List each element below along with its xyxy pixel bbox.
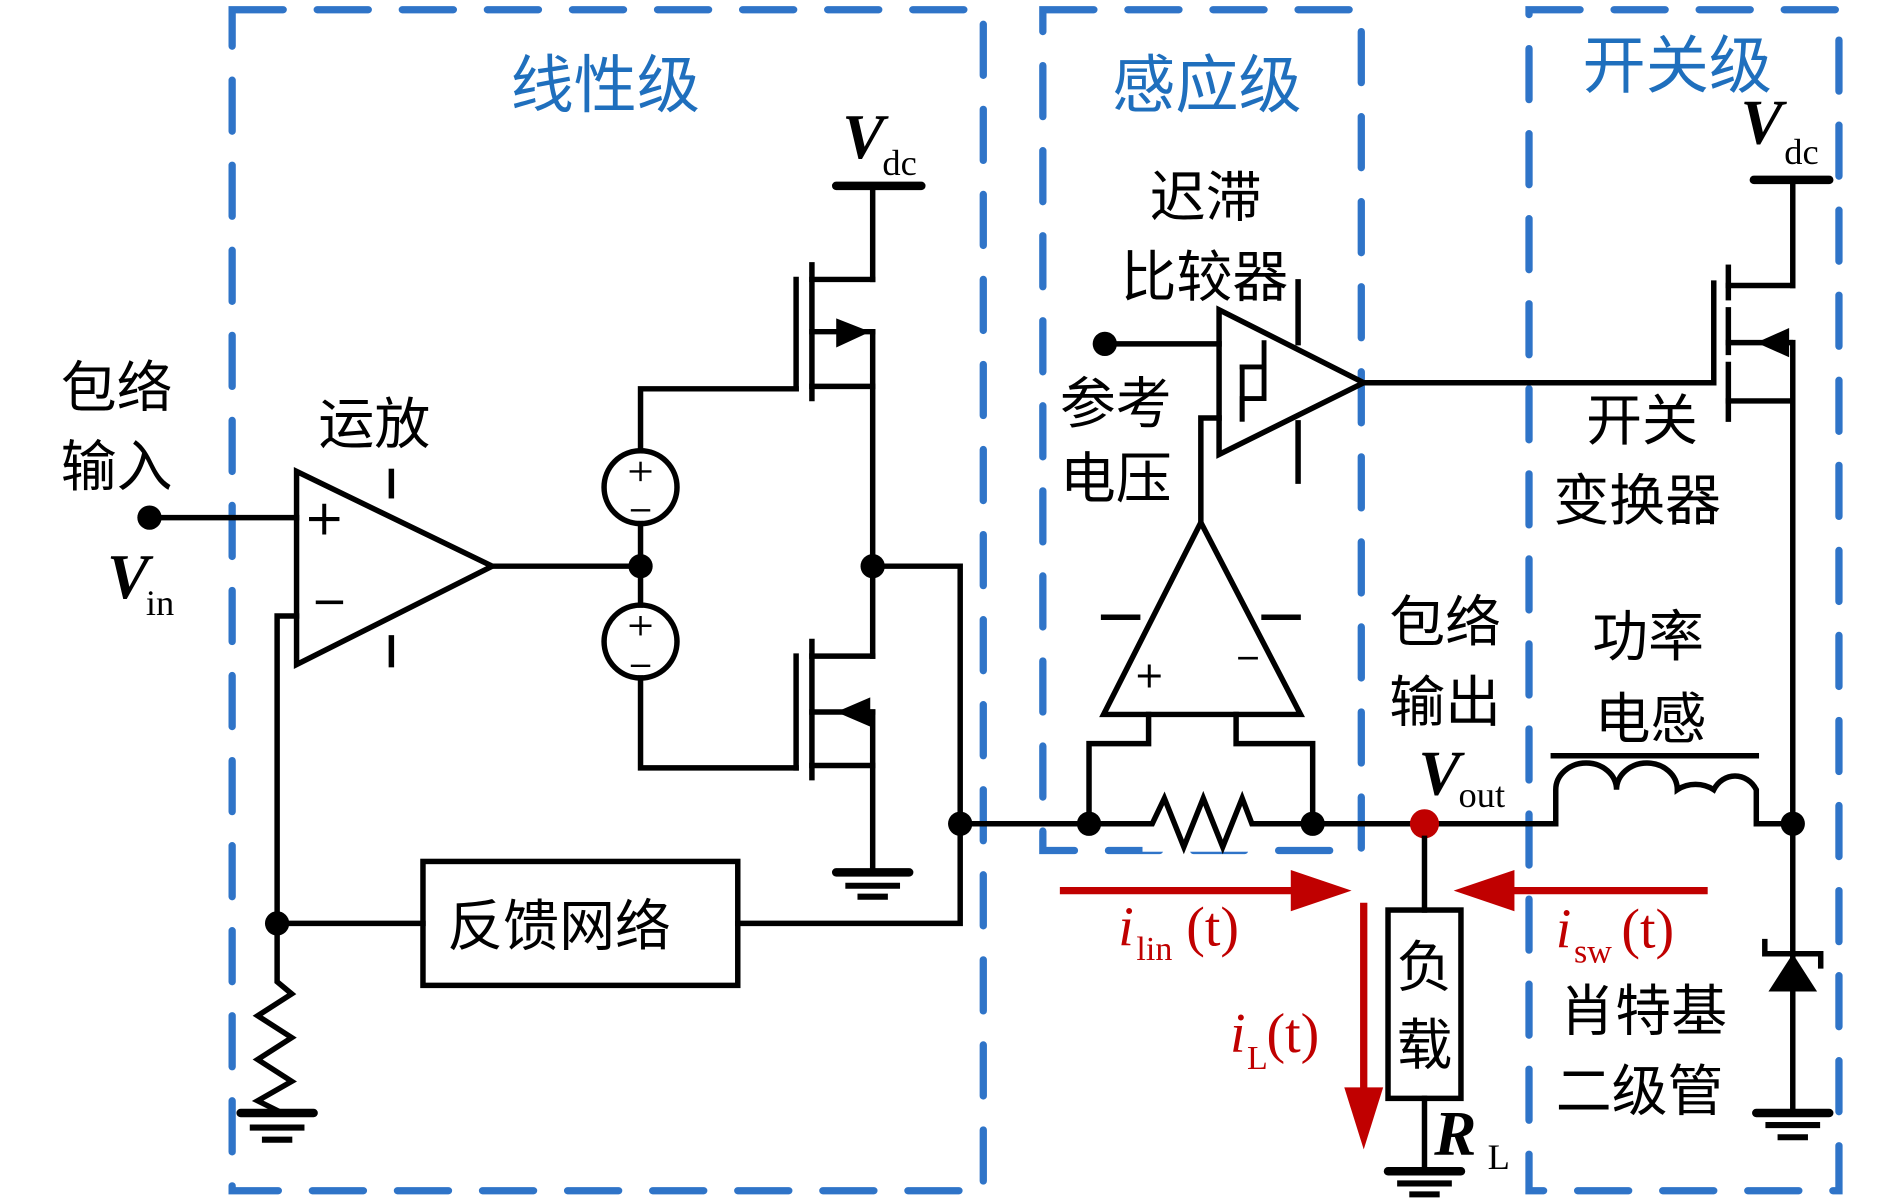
vdc-linear-sub: dc bbox=[882, 143, 916, 183]
rl-symbol-sub: L bbox=[1488, 1137, 1510, 1177]
i-sw-label: i sw (t) bbox=[1556, 899, 1674, 971]
linear-stage-box bbox=[228, 6, 987, 1195]
envelope-output-label-line2: 输出 bbox=[1389, 671, 1501, 736]
i-sw-sub: sw bbox=[1574, 933, 1612, 970]
schottky-diode-label-line1: 肖特基 bbox=[1559, 979, 1727, 1044]
vout-symbol-sub: out bbox=[1459, 775, 1506, 815]
sense-resistor bbox=[1137, 790, 1267, 855]
vdc-switch-main: V bbox=[1741, 87, 1788, 157]
i-l-arrow bbox=[1344, 902, 1384, 1150]
envelope-input-label-line2: 输入 bbox=[61, 435, 173, 500]
hysteresis-comparator-symbol bbox=[1216, 279, 1370, 484]
feedback-wire-right bbox=[735, 821, 963, 927]
i-l-main: i bbox=[1230, 1003, 1246, 1065]
i-l-sub: L bbox=[1247, 1040, 1268, 1077]
power-inductor-label-line2: 电感 bbox=[1595, 688, 1707, 753]
gate-wire-upper bbox=[637, 386, 799, 454]
load-label-line1: 负 bbox=[1397, 936, 1453, 1001]
opamp-minus-sign: − bbox=[311, 576, 348, 627]
vout-symbol-main: V bbox=[1418, 739, 1465, 809]
vdc-switch-symbol: V dc bbox=[1741, 87, 1819, 172]
ground-icon-switch bbox=[1752, 1108, 1834, 1141]
vin-symbol-main: V bbox=[107, 542, 154, 612]
i-l-arg: (t) bbox=[1266, 1003, 1319, 1065]
schottky-diode-symbol bbox=[1762, 938, 1824, 992]
mosfet-upper bbox=[793, 185, 876, 569]
vdc-linear-symbol: V dc bbox=[842, 102, 917, 183]
i-lin-arrow bbox=[1059, 869, 1352, 912]
opamp-inverting-wire bbox=[274, 613, 300, 927]
i-lin-label: i lin (t) bbox=[1118, 896, 1239, 968]
sense-amp-minus-wire bbox=[1233, 711, 1316, 827]
voltage-source-upper bbox=[601, 448, 680, 527]
voltage-source-lower bbox=[601, 602, 680, 681]
gate-wire-lower bbox=[637, 675, 799, 771]
sense-amplifier-symbol: + − bbox=[1099, 516, 1306, 718]
i-l-label: i L (t) bbox=[1230, 1003, 1319, 1077]
vdc-switch-sub: dc bbox=[1784, 132, 1818, 172]
ground-icon-load bbox=[1383, 1167, 1466, 1198]
power-inductor-label-line1: 功率 bbox=[1592, 605, 1704, 670]
i-lin-arg: (t) bbox=[1186, 896, 1239, 958]
opamp-symbol: + − bbox=[293, 467, 499, 670]
sense-amp-minus-sign: − bbox=[1235, 640, 1261, 676]
i-sw-arrow bbox=[1453, 869, 1708, 912]
hysteresis-comparator-label-line2: 比较器 bbox=[1121, 245, 1289, 310]
i-sw-main: i bbox=[1556, 899, 1572, 961]
switching-stage-box bbox=[1525, 6, 1843, 1195]
sense-amp-plus-wire bbox=[1086, 711, 1152, 827]
switching-converter-label-line1: 开关 bbox=[1586, 389, 1698, 454]
rl-symbol: R L bbox=[1433, 1098, 1510, 1177]
bias-resistor bbox=[251, 920, 297, 1115]
reference-voltage-label-line1: 参考 bbox=[1060, 372, 1172, 437]
i-lin-main: i bbox=[1118, 896, 1134, 958]
hysteresis-comparator-label-line1: 迟滞 bbox=[1150, 165, 1262, 230]
rl-symbol-main: R bbox=[1433, 1098, 1476, 1168]
vin-symbol-sub: in bbox=[146, 583, 174, 623]
vin-symbol: V in bbox=[107, 542, 174, 623]
envelope-output-label-line1: 包络 bbox=[1389, 591, 1501, 656]
i-lin-sub: lin bbox=[1136, 931, 1172, 968]
mosfet-switch bbox=[1711, 177, 1796, 827]
output-stage-wire bbox=[869, 563, 963, 827]
ground-icon-linear bbox=[831, 868, 914, 900]
switching-converter-label-line2: 变换器 bbox=[1553, 469, 1721, 534]
ground-icon-left bbox=[236, 1108, 318, 1143]
vout-node bbox=[1409, 809, 1440, 839]
opamp-label: 运放 bbox=[318, 392, 430, 457]
linear-stage-title: 线性级 bbox=[510, 48, 700, 122]
mosfet-lower bbox=[793, 563, 876, 873]
reference-voltage-label-line2: 电压 bbox=[1060, 447, 1172, 512]
vdc-linear-main: V bbox=[842, 102, 889, 172]
envelope-input-label-line1: 包络 bbox=[61, 356, 173, 421]
sense-amp-plus-sign: + bbox=[1134, 654, 1165, 697]
schottky-diode-label-line2: 二级管 bbox=[1556, 1060, 1724, 1125]
opamp-plus-sign: + bbox=[304, 491, 345, 547]
load-label-line2: 载 bbox=[1397, 1013, 1453, 1078]
vout-symbol: V out bbox=[1418, 739, 1505, 815]
sensing-stage-title: 感应级 bbox=[1112, 48, 1302, 122]
sensing-stage-box bbox=[1039, 6, 1365, 855]
power-inductor bbox=[1526, 760, 1796, 827]
switching-stage-title: 开关级 bbox=[1582, 28, 1772, 102]
sense-amp-output-wire bbox=[1198, 415, 1222, 526]
i-sw-arg: (t) bbox=[1621, 899, 1674, 961]
feedback-network-label: 反馈网络 bbox=[447, 894, 671, 959]
